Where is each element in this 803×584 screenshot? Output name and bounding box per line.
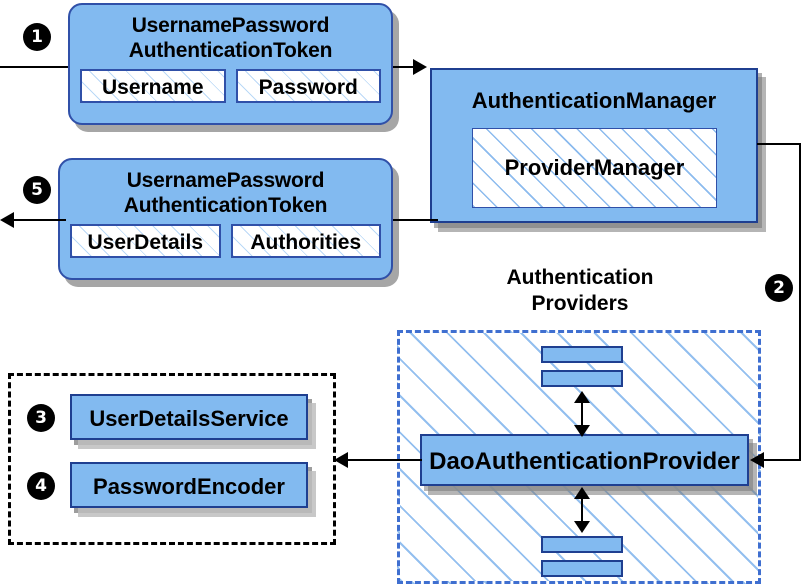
request-token-slots: Username Password bbox=[70, 63, 391, 103]
authentication-providers-label: Authentication Providers bbox=[465, 265, 695, 317]
provider-entry-line bbox=[762, 459, 801, 461]
provider-stub-top-2 bbox=[541, 370, 623, 387]
password-encoder-box: PasswordEncoder bbox=[70, 462, 308, 508]
step-badge-4: 4 bbox=[28, 473, 54, 499]
request-token-card: UsernamePassword AuthenticationToken Use… bbox=[68, 3, 393, 125]
request-token-title: UsernamePassword AuthenticationToken bbox=[70, 5, 391, 63]
manager-down-line bbox=[799, 143, 801, 460]
response-token-title-line1: UsernamePassword bbox=[126, 169, 325, 192]
incoming-request-line bbox=[0, 66, 68, 68]
step-badge-5: 5 bbox=[24, 177, 50, 203]
slot-password: Password bbox=[235, 69, 381, 103]
stub-top-connector-line bbox=[581, 394, 583, 432]
slot-username: Username bbox=[80, 69, 226, 103]
provider-manager-box: ProviderManager bbox=[472, 128, 717, 208]
slot-authorities: Authorities bbox=[230, 224, 381, 258]
response-exit-arrowhead bbox=[0, 212, 14, 228]
step-badge-3: 3 bbox=[28, 405, 54, 431]
slot-userdetails: UserDetails bbox=[70, 224, 221, 258]
provider-stub-bottom-2 bbox=[541, 560, 623, 577]
user-details-service-box: UserDetailsService bbox=[70, 394, 308, 440]
response-token-card: UsernamePassword AuthenticationToken Use… bbox=[58, 158, 393, 280]
authentication-providers-label-line2: Providers bbox=[531, 292, 629, 315]
manager-right-line bbox=[757, 143, 801, 145]
step-badge-2: 2 bbox=[766, 275, 792, 301]
authentication-manager-title: AuthenticationManager bbox=[471, 88, 717, 113]
provider-stub-top-1 bbox=[541, 346, 623, 363]
token-to-manager-line bbox=[393, 66, 415, 68]
response-exit-line bbox=[14, 219, 66, 221]
response-token-title-line2: AuthenticationToken bbox=[123, 194, 328, 217]
stub-bottom-connector-arrow-up bbox=[574, 487, 590, 499]
stub-bottom-connector-line bbox=[581, 490, 583, 528]
request-token-title-line1: UsernamePassword bbox=[131, 14, 330, 37]
stub-top-connector-arrow-down bbox=[574, 425, 590, 437]
provider-to-dependencies-arrowhead bbox=[334, 452, 348, 468]
authentication-manager-box: AuthenticationManager ProviderManager bbox=[430, 68, 758, 223]
provider-entry-arrowhead bbox=[750, 452, 764, 468]
authentication-providers-label-line1: Authentication bbox=[506, 266, 654, 289]
stub-top-connector-arrow-up bbox=[574, 391, 590, 403]
response-token-slots: UserDetails Authorities bbox=[60, 218, 391, 258]
stub-bottom-connector-arrow-down bbox=[574, 521, 590, 533]
token-to-manager-arrowhead bbox=[413, 59, 427, 75]
provider-to-dependencies-line bbox=[347, 459, 422, 461]
dao-authentication-provider-box: DaoAuthenticationProvider bbox=[420, 434, 749, 486]
provider-stub-bottom-1 bbox=[541, 536, 623, 553]
request-token-title-line2: AuthenticationToken bbox=[128, 39, 333, 62]
response-token-title: UsernamePassword AuthenticationToken bbox=[60, 160, 391, 218]
step-badge-1: 1 bbox=[24, 24, 50, 50]
manager-to-response-line bbox=[393, 219, 438, 221]
